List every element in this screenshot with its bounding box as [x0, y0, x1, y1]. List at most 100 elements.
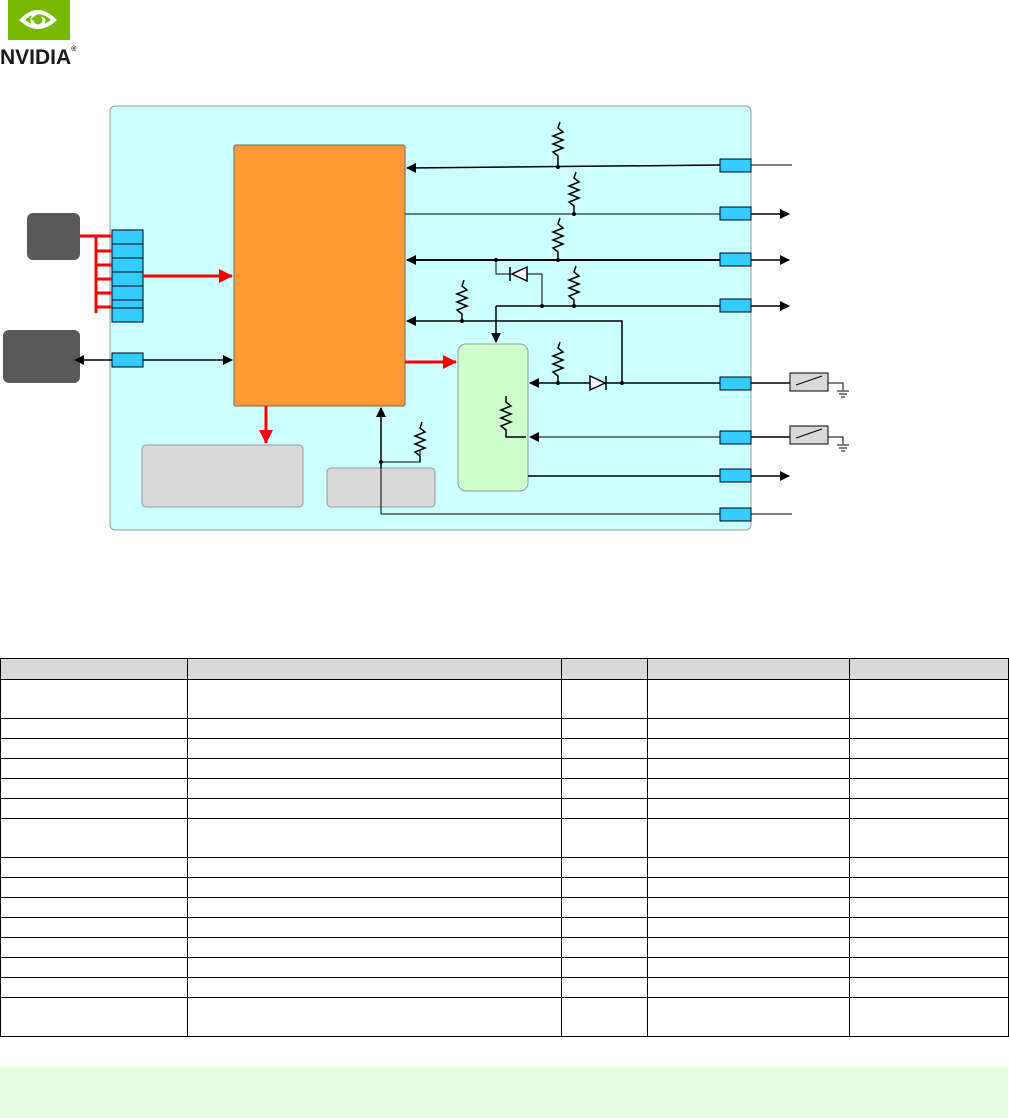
table-cell [561, 778, 648, 799]
table-cell [0, 937, 188, 958]
table-cell [561, 818, 648, 858]
table-cell [849, 758, 1009, 779]
connector-pin [719, 507, 752, 522]
table-cell [0, 957, 188, 978]
signal-table [0, 658, 1009, 1037]
table-cell [561, 957, 648, 978]
table-cell [647, 897, 850, 918]
table-cell [647, 937, 850, 958]
table-cell [647, 778, 850, 799]
table-cell [561, 997, 648, 1037]
table-row [0, 957, 1009, 978]
table-cell [849, 679, 1009, 719]
connector-pin [111, 271, 144, 287]
table-cell [647, 758, 850, 779]
table-cell [187, 738, 562, 759]
table-cell [849, 818, 1009, 858]
resistor-symbol [550, 217, 566, 260]
table-cell [187, 897, 562, 918]
table-row [0, 718, 1009, 739]
table-cell [561, 658, 648, 680]
table-cell [561, 857, 648, 878]
grey-block-left [141, 444, 304, 508]
table-row [0, 977, 1009, 998]
table-cell [0, 738, 188, 759]
table-cell [0, 679, 188, 719]
pullup-resistors [412, 121, 582, 462]
table-cell [187, 758, 562, 779]
table-cell [187, 877, 562, 898]
connector-pin [111, 257, 144, 273]
table-cell [187, 997, 562, 1037]
table-cell [647, 818, 850, 858]
connector-pin [719, 206, 752, 221]
table-row [0, 758, 1009, 779]
nvidia-logo: NVIDIA® [0, 0, 92, 70]
table-cell [187, 977, 562, 998]
pmic-block [457, 343, 529, 492]
table-cell [0, 877, 188, 898]
right-connector-pins [719, 158, 752, 522]
table-cell [187, 937, 562, 958]
table-cell [849, 658, 1009, 680]
table-row [0, 857, 1009, 878]
table-cell [561, 917, 648, 938]
power-button-switch [789, 372, 849, 398]
left-connector-pins [111, 229, 144, 368]
table-cell [561, 758, 648, 779]
table-cell [187, 857, 562, 878]
table-cell [0, 897, 188, 918]
resistor-symbol [550, 121, 566, 167]
table-cell [849, 977, 1009, 998]
table-row [0, 897, 1009, 918]
connector-pin [719, 298, 752, 313]
table-row [0, 917, 1009, 938]
nvidia-wordmark: NVIDIA® [0, 46, 77, 69]
table-cell [561, 977, 648, 998]
resistor-symbol [550, 341, 566, 383]
resistor-symbol [566, 265, 582, 306]
table-cell [187, 917, 562, 938]
table-cell [561, 897, 648, 918]
table-cell [0, 977, 188, 998]
external-block-bottom [3, 330, 80, 383]
table-cell [647, 658, 850, 680]
table-cell [187, 957, 562, 978]
table-cell [849, 718, 1009, 739]
table-cell [187, 798, 562, 819]
table-cell [647, 917, 850, 938]
red-bus [80, 234, 112, 313]
table-cell [849, 877, 1009, 898]
reset-button-switch [789, 425, 849, 452]
table-cell [561, 679, 648, 719]
table-cell [187, 679, 562, 719]
table-cell [849, 738, 1009, 759]
table-cell [561, 937, 648, 958]
table-cell [849, 778, 1009, 799]
table-cell [647, 798, 850, 819]
connector-pin [111, 229, 144, 245]
diode-top [509, 265, 528, 283]
table-cell [647, 977, 850, 998]
connector-pin [111, 352, 144, 368]
table-cell [849, 997, 1009, 1037]
table-cell [0, 758, 188, 779]
table-cell [849, 897, 1009, 918]
table-cell [849, 937, 1009, 958]
table-cell [0, 818, 188, 858]
nvidia-eye-icon [8, 0, 70, 40]
signal-lines [380, 162, 792, 515]
connector-pin [719, 252, 752, 267]
connector-pin [111, 243, 144, 259]
connector-pin [719, 430, 752, 445]
table-cell [561, 798, 648, 819]
table-cell [187, 658, 562, 680]
table-cell [187, 718, 562, 739]
power-control-block-diagram [3, 105, 849, 531]
connector-pin [719, 468, 752, 483]
external-block-top [27, 213, 80, 260]
connector-pin [111, 307, 144, 323]
table-cell [647, 857, 850, 878]
table-cell [849, 798, 1009, 819]
table-cell [561, 718, 648, 739]
